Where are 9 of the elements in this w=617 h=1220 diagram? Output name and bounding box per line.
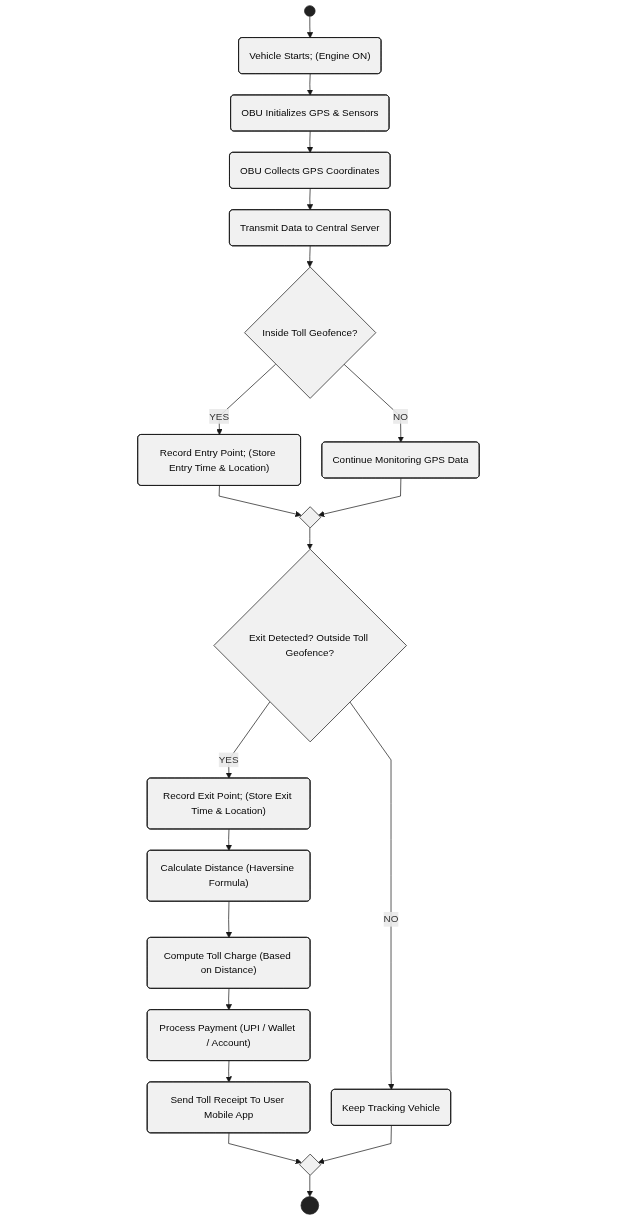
edge-label: NO [393,410,409,422]
edge-label: NO [383,913,399,925]
edge-label: YES [209,410,230,422]
node-diamond [299,1153,322,1176]
node-diamond [299,506,322,529]
edge-label: YES [218,753,239,766]
node-circle [304,5,316,17]
node-diamond: Exit Detected? Outside Toll Geofence? [213,548,407,743]
node-diamond: Inside Toll Geofence? [244,266,377,399]
